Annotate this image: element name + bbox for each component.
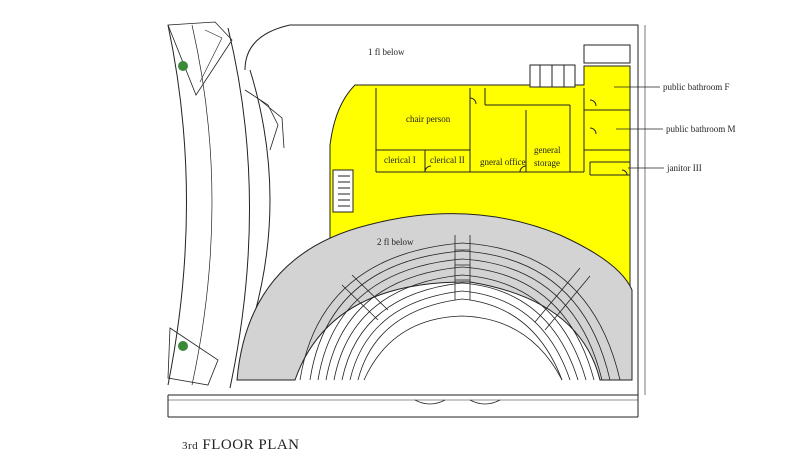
curved-corridor-inner xyxy=(191,24,213,386)
label-2-fl-below: 2 fl below xyxy=(377,237,414,247)
curved-corridor-outer xyxy=(167,24,187,386)
label-public-bathroom-m: public bathroom M xyxy=(666,124,736,134)
stage-arc xyxy=(363,315,563,381)
label-public-bathroom-f: public bathroom F xyxy=(663,82,730,92)
curved-corridor-wall xyxy=(227,27,250,389)
label-general-office: gneral office xyxy=(480,157,526,167)
label-clerical-2: clerical II xyxy=(430,155,465,165)
label-general-storage-line2: storage xyxy=(534,158,560,168)
label-clerical-1: clerical I xyxy=(384,155,416,165)
balcony-area xyxy=(236,213,633,381)
corridor-tip-top xyxy=(167,21,233,96)
plant-icon xyxy=(178,61,188,351)
label-chair-person: chair person xyxy=(406,114,451,124)
label-general-storage-line1: general xyxy=(534,145,561,155)
stairwell-west xyxy=(332,169,354,213)
page-title: 3rd FLOOR PLAN xyxy=(182,437,300,454)
title-prefix: 3rd xyxy=(182,440,199,452)
top-wall-curve xyxy=(244,24,291,71)
label-janitor: janitor III xyxy=(667,163,702,173)
title-main: FLOOR PLAN xyxy=(202,437,300,453)
outer-wall xyxy=(290,24,639,395)
corridor-tip-bottom xyxy=(167,327,219,386)
label-1-fl-below: 1 fl below xyxy=(368,47,405,57)
